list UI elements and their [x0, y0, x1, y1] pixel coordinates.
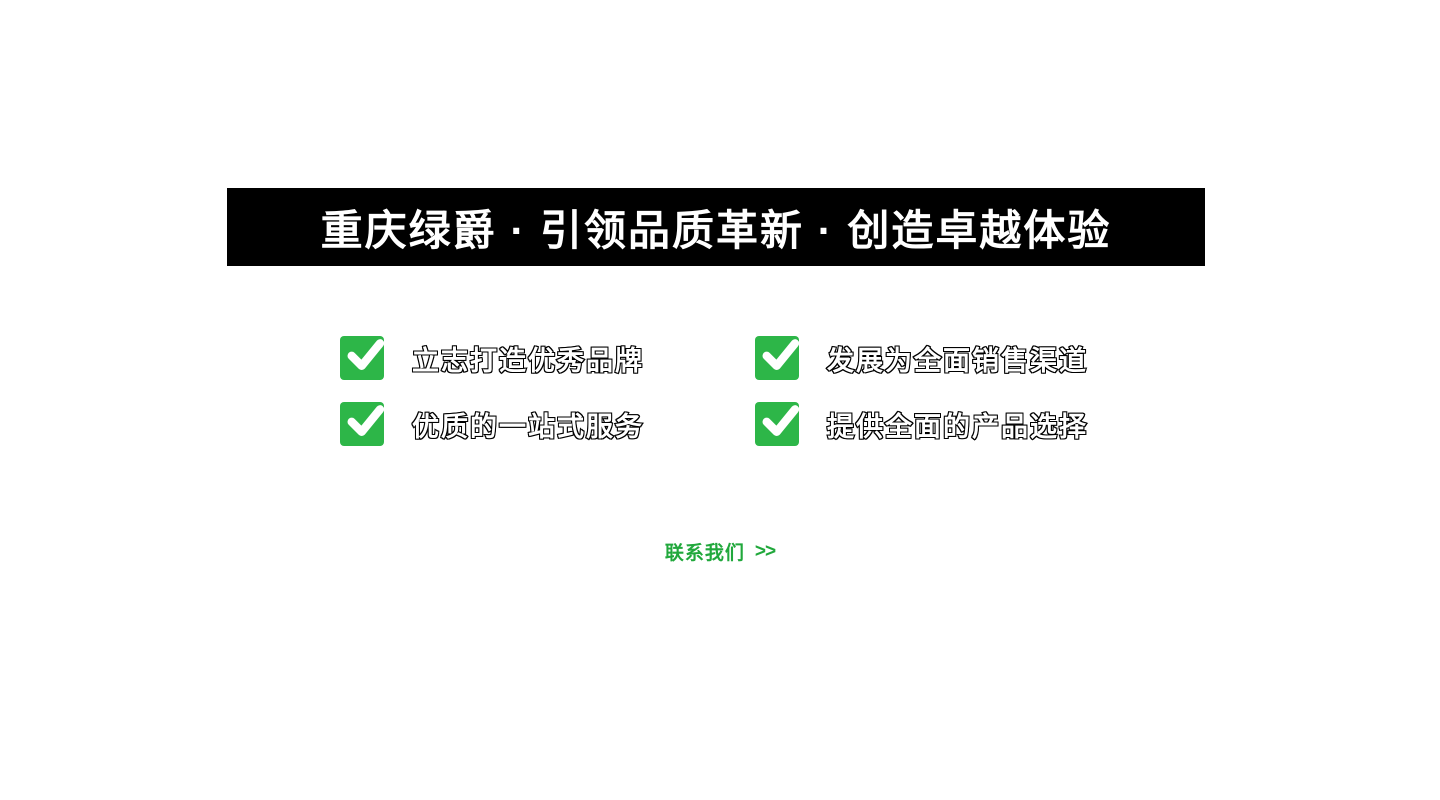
- double-arrow-icon: >>: [754, 540, 776, 562]
- feature-label: 提供全面的产品选择: [826, 411, 1088, 443]
- checkmark-icon: [755, 402, 800, 446]
- feature-label: 发展为全面销售渠道: [826, 345, 1088, 377]
- feature-item-sales: 发展为全面销售渠道: [755, 336, 1170, 380]
- feature-item-products: 提供全面的产品选择: [755, 402, 1170, 446]
- contact-us-label[interactable]: 联系我们: [664, 543, 745, 564]
- feature-list: 立志打造优秀品牌 发展为全面销售渠道 优质的一站式服务 提供全面的产品选择: [340, 336, 1100, 446]
- feature-item-brand: 立志打造优秀品牌: [340, 336, 755, 380]
- checkmark-icon: [340, 336, 385, 380]
- checkmark-icon: [340, 402, 385, 446]
- feature-label: 优质的一站式服务: [411, 411, 644, 443]
- page-title-banner: 重庆绿爵 · 引领品质革新 · 创造卓越体验: [227, 188, 1205, 266]
- checkmark-icon: [755, 336, 800, 380]
- page-title: 重庆绿爵 · 引领品质革新 · 创造卓越体验: [320, 206, 1112, 254]
- contact-us-link[interactable]: 联系我们 >>: [0, 538, 1440, 565]
- feature-label: 立志打造优秀品牌: [411, 345, 644, 377]
- feature-item-service: 优质的一站式服务: [340, 402, 755, 446]
